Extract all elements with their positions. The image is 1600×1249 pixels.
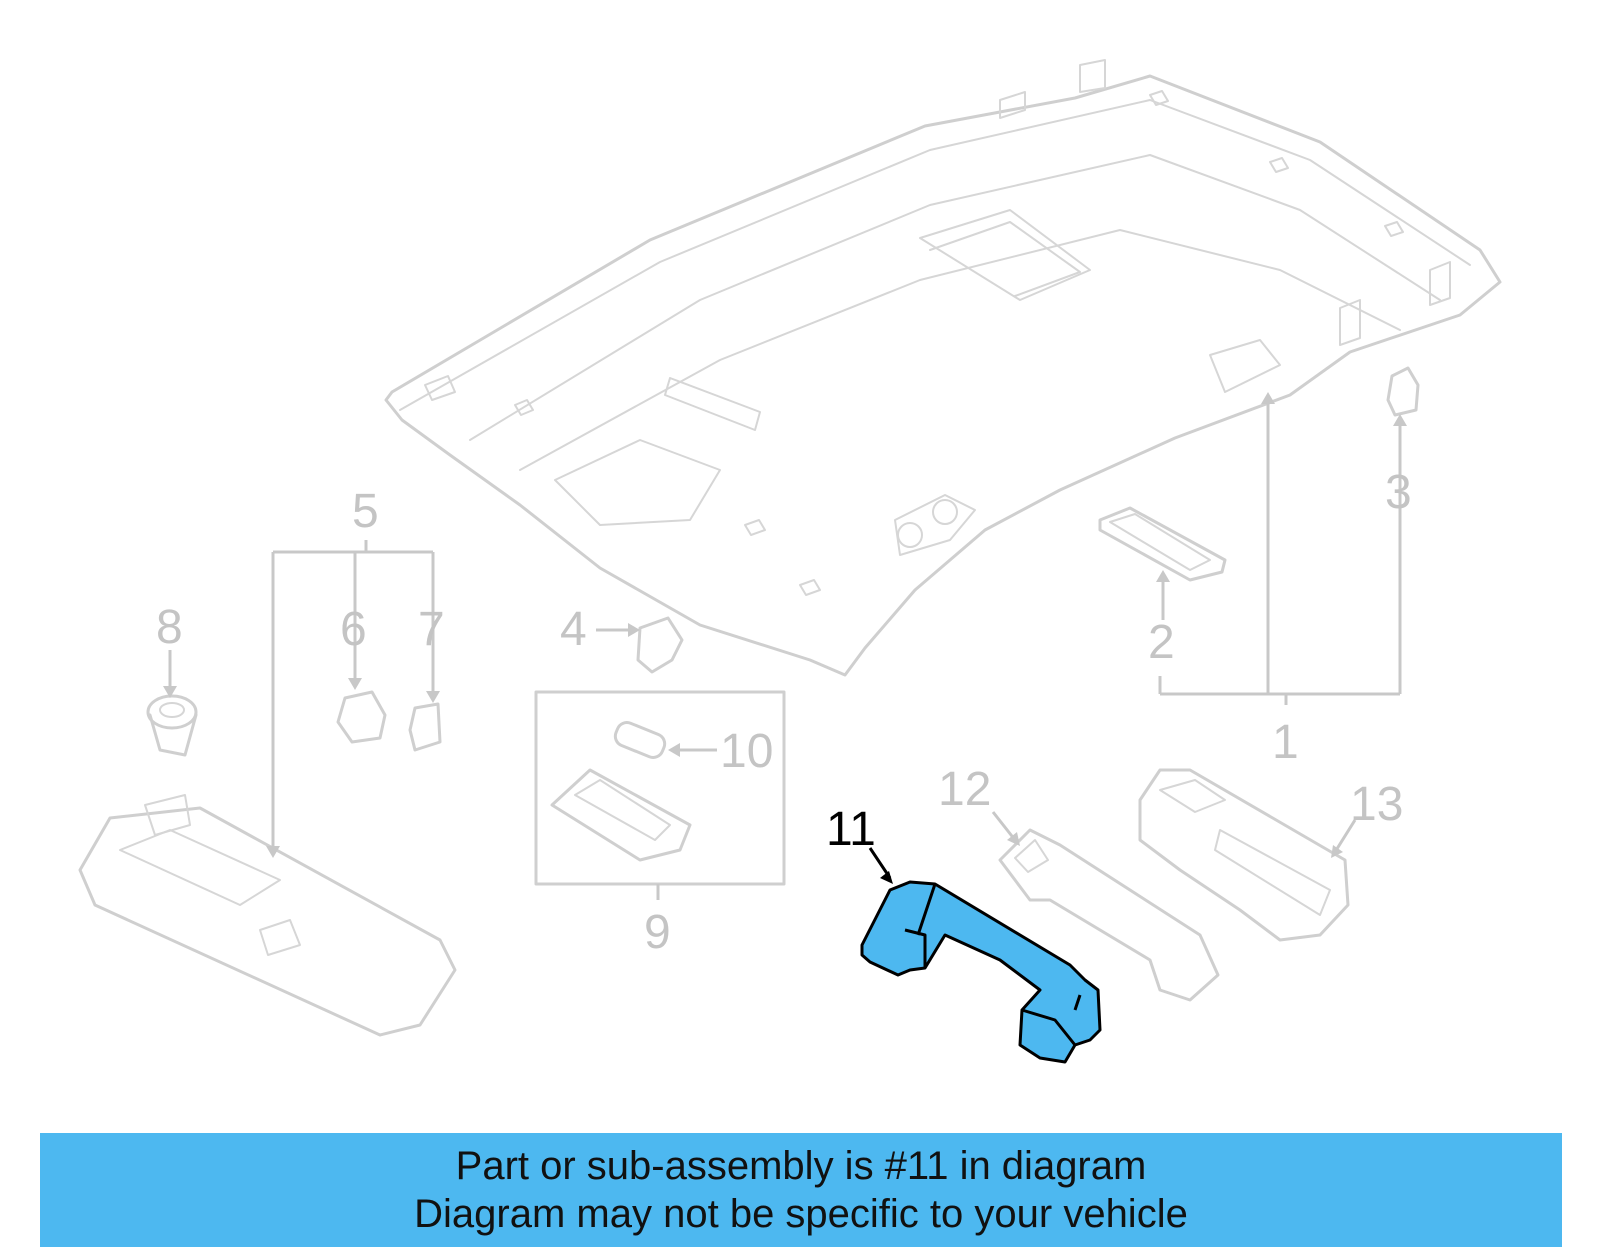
sun-visor-illustration xyxy=(78,794,457,1037)
callout-9: 9 xyxy=(644,906,671,959)
part-4-illustration xyxy=(636,616,684,674)
part-6-illustration xyxy=(336,690,387,744)
banner-line-2: Diagram may not be specific to your vehi… xyxy=(414,1192,1188,1236)
callout-8: 8 xyxy=(156,601,183,654)
callout-2: 2 xyxy=(1148,616,1175,669)
part-12-illustration xyxy=(998,828,1220,1002)
callout-3: 3 xyxy=(1385,466,1412,519)
callout-1: 1 xyxy=(1272,716,1299,769)
part-13-illustration xyxy=(1138,768,1350,942)
part-7-illustration xyxy=(408,702,442,752)
part-8-illustration xyxy=(146,694,198,757)
callout-7: 7 xyxy=(418,603,445,656)
part-3-illustration xyxy=(1386,366,1420,417)
info-banner: Part or sub-assembly is #11 in diagram D… xyxy=(40,1133,1562,1247)
part-11-highlighted[interactable] xyxy=(860,847,1102,1064)
callout-12: 12 xyxy=(938,763,991,816)
callout-4: 4 xyxy=(560,603,587,656)
callout-labels: 1 2 3 4 5 6 7 8 9 10 11 12 13 xyxy=(156,466,1412,959)
part-2-illustration xyxy=(1098,506,1227,582)
callout-5: 5 xyxy=(352,485,379,538)
headliner-illustration xyxy=(384,59,1502,677)
leader-lines xyxy=(163,392,1407,900)
callout-13: 13 xyxy=(1350,778,1403,831)
banner-line-1: Part or sub-assembly is #11 in diagram xyxy=(455,1144,1147,1188)
part-9-box xyxy=(534,690,786,886)
callout-6: 6 xyxy=(340,603,367,656)
callout-10: 10 xyxy=(720,725,773,778)
callout-11: 11 xyxy=(826,803,876,856)
